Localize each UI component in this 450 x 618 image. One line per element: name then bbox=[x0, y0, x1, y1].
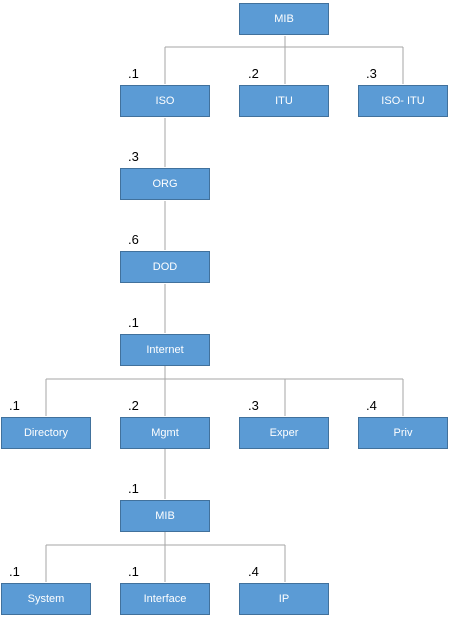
node-exper: Exper bbox=[239, 417, 329, 449]
oid-label-dod: .6 bbox=[128, 232, 139, 247]
oid-label-iso-itu: .3 bbox=[366, 66, 377, 81]
node-iso-itu: ISO- ITU bbox=[358, 85, 448, 117]
node-mib-root: MIB bbox=[239, 3, 329, 35]
node-iso: ISO bbox=[120, 85, 210, 117]
oid-label-org: .3 bbox=[128, 149, 139, 164]
oid-label-interface: .1 bbox=[128, 564, 139, 579]
oid-label-exper: .3 bbox=[248, 398, 259, 413]
node-itu: ITU bbox=[239, 85, 329, 117]
node-system: System bbox=[1, 583, 91, 615]
node-org: ORG bbox=[120, 168, 210, 200]
oid-label-iso: .1 bbox=[128, 66, 139, 81]
node-dod: DOD bbox=[120, 251, 210, 283]
oid-label-system: .1 bbox=[9, 564, 20, 579]
oid-label-ip: .4 bbox=[248, 564, 259, 579]
oid-label-priv: .4 bbox=[366, 398, 377, 413]
oid-label-directory: .1 bbox=[9, 398, 20, 413]
node-priv: Priv bbox=[358, 417, 448, 449]
oid-label-itu: .2 bbox=[248, 66, 259, 81]
oid-label-mgmt: .2 bbox=[128, 398, 139, 413]
node-ip: IP bbox=[239, 583, 329, 615]
node-mgmt: Mgmt bbox=[120, 417, 210, 449]
oid-label-internet: .1 bbox=[128, 315, 139, 330]
node-mib: MIB bbox=[120, 500, 210, 532]
node-interface: Interface bbox=[120, 583, 210, 615]
node-internet: Internet bbox=[120, 334, 210, 366]
oid-label-mib: .1 bbox=[128, 481, 139, 496]
node-directory: Directory bbox=[1, 417, 91, 449]
